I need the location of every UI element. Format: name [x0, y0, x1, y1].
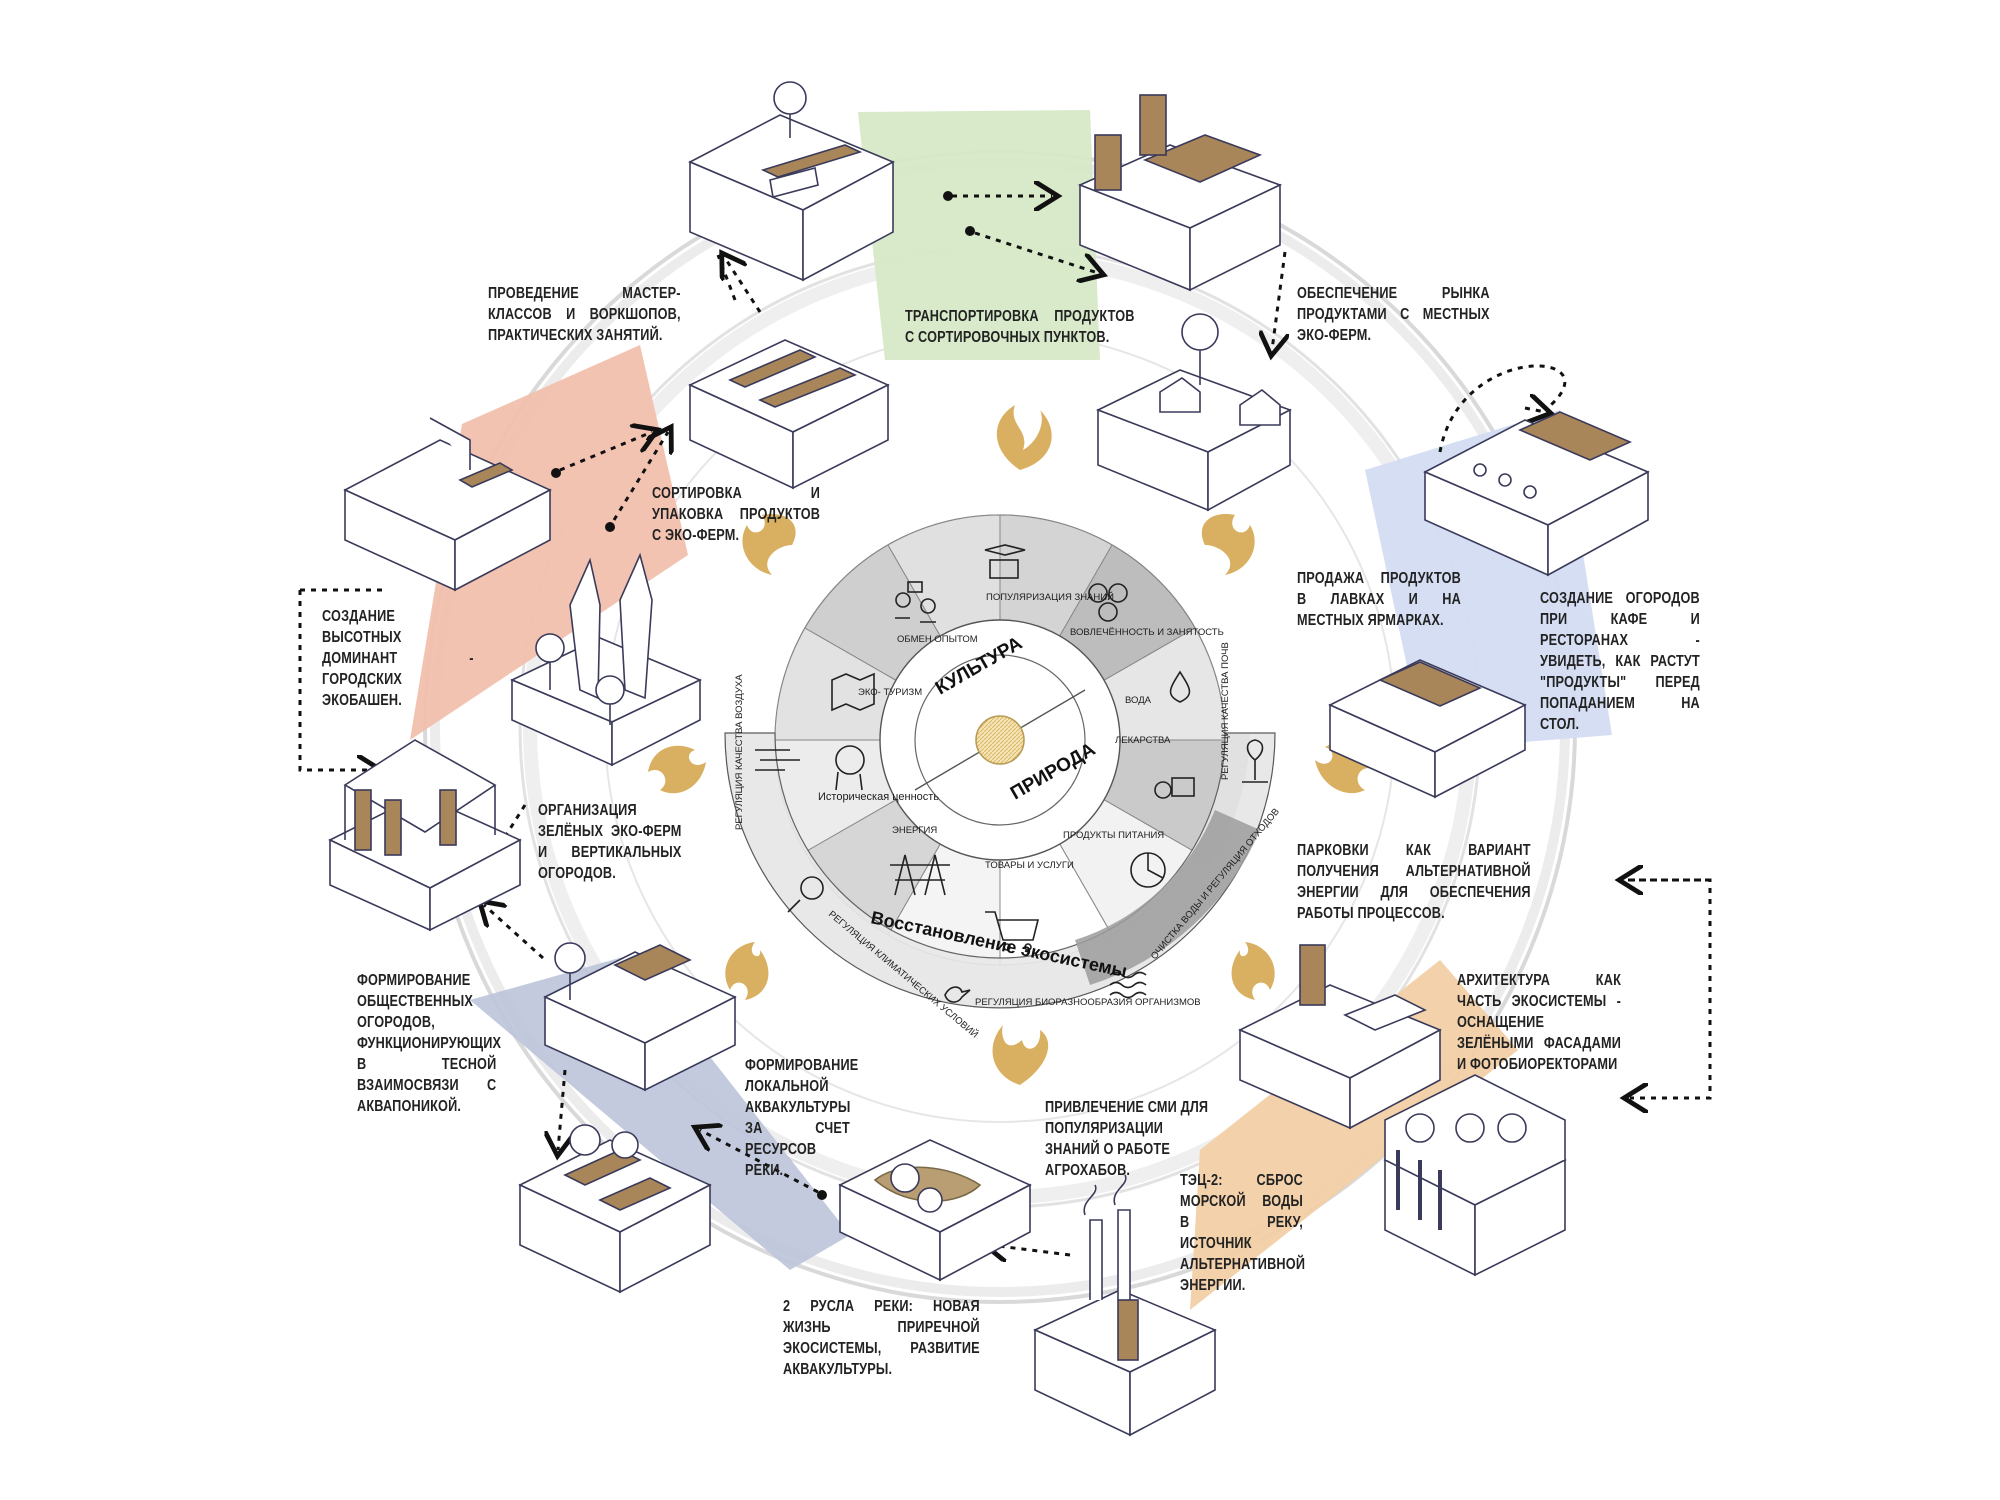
- flow-arrows: [298, 191, 1712, 1255]
- medicine-icon: [1154, 777, 1195, 799]
- iso-block-workshop: [688, 81, 895, 282]
- segment-energy: ЭНЕРГИЯ: [892, 825, 937, 836]
- segment-popularization: ПОПУЛЯРИЗАЦИЯ ЗНАНИЙ: [986, 591, 1114, 603]
- caption-public-gardens: ФОРМИРОВАНИЕ ОБЩЕСТВЕННЫХ ОГОРОДОВ, ФУНК…: [357, 972, 502, 1115]
- iso-block-tower-base: [343, 417, 552, 592]
- wheel-icons: [755, 544, 1268, 1003]
- iso-block-sorting: [688, 339, 890, 490]
- iso-block-eco-tower: [1383, 1074, 1567, 1277]
- arrow-left-5: [484, 905, 545, 960]
- cart-icon: [985, 911, 1040, 951]
- iso-blocks: [328, 81, 1650, 1437]
- caption-river: 2 РУСЛА РЕКИ: НОВАЯ ЖИЗНЬ ПРИРЕЧНОЙ ЭКОС…: [783, 1298, 980, 1378]
- arrow-left-3: [298, 588, 385, 770]
- caption-parking: ПАРКОВКИ КАК ВАРИАНТ ПОЛУЧЕНИЯ АЛЬТЕРНАТ…: [1297, 842, 1531, 922]
- bird-icon: [944, 986, 971, 1003]
- arrow-cafe-loop: [1438, 364, 1567, 453]
- caption-aquaculture: ФОРМИРОВАНИЕ ЛОКАЛЬНОЙ АКВАКУЛЬТУРЫ ЗА С…: [745, 1057, 859, 1179]
- segment-exchange: ОБМЕН ОПЫТОМ: [897, 634, 978, 645]
- flame-icon: [996, 405, 1052, 470]
- iso-block-market: [1077, 94, 1283, 292]
- iso-block-tec2: [1033, 1174, 1217, 1437]
- water-drop-icon: [1169, 670, 1191, 703]
- caption-tec2: ТЭЦ-2: СБРОС МОРСКОЙ ВОДЫ В РЕКУ, ИСТОЧН…: [1180, 1172, 1306, 1294]
- caption-market-supply: ОБЕСПЕЧЕНИЕ РЫНКА ПРОДУКТАМИ С МЕСТНЫХ Э…: [1297, 285, 1490, 344]
- caption-towers: СОЗДАНИЕ ВЫСОТНЫХ ДОМИНАНТ - ГОРОДСКИХ Э…: [322, 608, 474, 709]
- segment-biodiversity: РЕГУЛЯЦИЯ БИОРАЗНООБРАЗИЯ ОРГАНИЗМОВ: [975, 997, 1201, 1008]
- arrow-left-1: [551, 432, 652, 478]
- segment-ecotourism: ЭКО- ТУРИЗМ: [858, 687, 922, 698]
- pizza-icon: [1130, 852, 1166, 888]
- arrow-top-diag: [965, 226, 1098, 273]
- flame-icon: [1201, 514, 1255, 575]
- salmon-sector: [410, 345, 688, 740]
- segment-goods: ТОВАРЫ И УСЛУГИ: [985, 860, 1074, 871]
- caption-green-farms: ОРГАНИЗАЦИЯ ЗЕЛЁНЫХ ЭКО-ФЕРМ И ВЕРТИКАЛЬ…: [538, 802, 682, 882]
- power-tower-icon: [890, 854, 950, 896]
- flame-icon: [648, 745, 706, 794]
- climate-gear-icon: [787, 876, 824, 913]
- segment-soil-quality: РЕГУЛЯЦИЯ КАЧЕСТВА ПОЧВ: [1220, 642, 1231, 780]
- arrow-right-bracket: [1625, 880, 1712, 1098]
- water-waves-icon: [1109, 971, 1147, 999]
- segment-involvement: ВОВЛЕЧЁННОСТЬ И ЗАНЯТОСТЬ: [1070, 627, 1224, 638]
- caption-transport: ТРАНСПОРТИРОВКА ПРОДУКТОВ С СОРТИРОВОЧНЫ…: [905, 308, 1135, 346]
- segment-water: ВОДА: [1125, 695, 1152, 706]
- central-wheel: [724, 514, 1276, 1009]
- iso-block-greenhouse: [1095, 313, 1292, 512]
- flame-icon: [742, 514, 796, 575]
- arrow-left-2: [605, 432, 668, 532]
- segment-food: ПРОДУКТЫ ПИТАНИЯ: [1063, 830, 1164, 841]
- flame-icon: [992, 1025, 1049, 1085]
- iso-block-parking: [1328, 659, 1527, 799]
- segment-air-quality: РЕГУЛЯЦИЯ КАЧЕСТВА ВОЗДУХА: [734, 674, 745, 830]
- flames: [648, 405, 1375, 1085]
- iso-block-public-gardens: [543, 942, 737, 1092]
- plant-soil-icon: [1242, 739, 1268, 783]
- iso-block-cafe: [1423, 411, 1650, 577]
- segment-historical: Историческая ценность: [818, 791, 939, 803]
- head-idea-icon: [835, 745, 865, 791]
- flame-icon: [1231, 942, 1275, 1000]
- iso-block-architecture: [1238, 944, 1442, 1130]
- people-exchange-icon: [895, 581, 936, 623]
- caption-media: ПРИВЛЕЧЕНИЕ СМИ ДЛЯ ПОПУЛЯРИЗАЦИИ ЗНАНИЙ…: [1045, 1099, 1209, 1179]
- iso-block-towers: [510, 552, 702, 767]
- caption-cafe-gardens: СОЗДАНИЕ ОГОРОДОВ ПРИ КАФЕ И РЕСТОРАНАХ …: [1540, 590, 1700, 733]
- arrow-top: [943, 191, 1052, 201]
- involvement-icon: [1088, 583, 1128, 622]
- arrow-bottom-1: [700, 1130, 827, 1200]
- segment-medicine: ЛЕКАРСТВА: [1115, 735, 1171, 746]
- map-icon: [831, 672, 875, 712]
- iso-block-river-gardens: [518, 1124, 712, 1294]
- caption-sales: ПРОДАЖА ПРОДУКТОВ В ЛАВКАХ И НА МЕСТНЫХ …: [1297, 570, 1461, 629]
- arrow-top-up: [716, 254, 737, 301]
- iso-block-vertical-farm: [328, 739, 522, 932]
- wind-icon: [755, 749, 800, 771]
- caption-masterclasses: ПРОВЕДЕНИЕ МАСТЕР-КЛАССОВ И ВОРКШОПОВ, П…: [488, 285, 681, 344]
- flame-icon: [725, 942, 769, 1000]
- arrow-left-6: [558, 1069, 565, 1150]
- caption-sorting: СОРТИРОВКА И УПАКОВКА ПРОДУКТОВ С ЭКО-ФЕ…: [652, 485, 821, 544]
- book-icon: [984, 544, 1026, 579]
- iso-block-aquaculture: [838, 1139, 1032, 1282]
- caption-architecture: АРХИТЕКТУРА КАК ЧАСТЬ ЭКОСИСТЕМЫ - ОСНАЩ…: [1457, 972, 1621, 1073]
